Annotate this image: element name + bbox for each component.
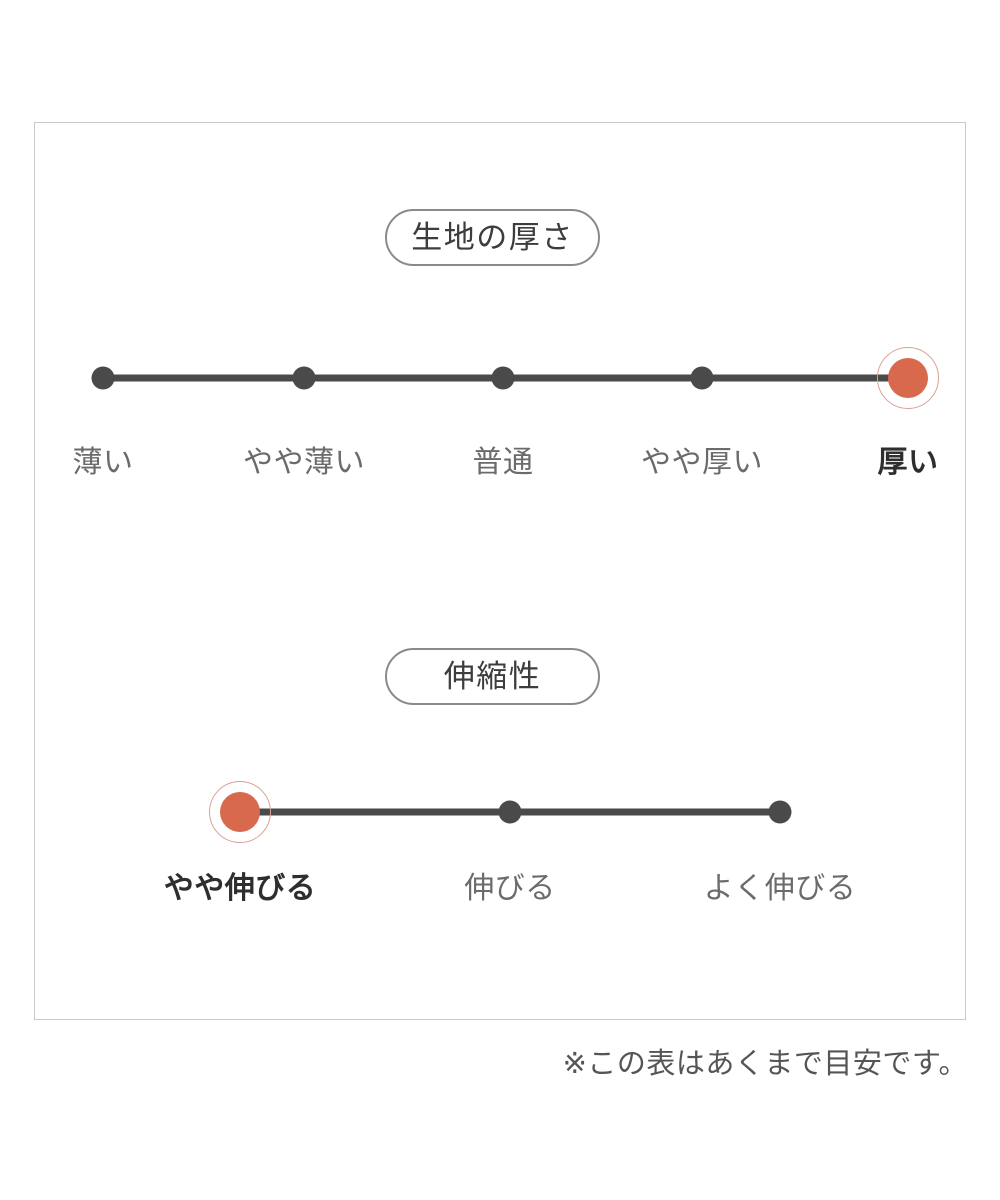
scale-stretch xyxy=(0,777,1000,847)
chart-frame xyxy=(34,122,966,1020)
section-title-stretch: 伸縮性 xyxy=(385,648,600,705)
scale-dot-icon xyxy=(498,800,522,824)
scale-label-stretch-2: よく伸びる xyxy=(703,872,857,905)
scale-thickness xyxy=(0,343,1000,413)
section-title-thickness-label: 生地の厚さ xyxy=(411,220,574,255)
scale-label-thickness-4: 厚い xyxy=(877,446,939,479)
scale-dot-icon xyxy=(768,800,792,824)
scale-thickness-labels: 薄い やや薄い 普通 やや厚い 厚い xyxy=(0,448,1000,488)
scale-dot-icon xyxy=(690,366,714,390)
section-title-stretch-label: 伸縮性 xyxy=(443,659,542,694)
scale-label-thickness-2: 普通 xyxy=(472,446,534,479)
scale-label-stretch-0: やや伸びる xyxy=(163,872,317,905)
scale-stretch-labels: やや伸びる 伸びる よく伸びる xyxy=(0,874,1000,914)
scale-dot-icon xyxy=(491,366,515,390)
scale-label-thickness-3: やや厚い xyxy=(641,446,763,479)
selected-dot-icon xyxy=(220,792,260,832)
section-title-thickness: 生地の厚さ xyxy=(385,209,600,266)
footnote: ※この表はあくまで目安です。 xyxy=(562,1048,968,1080)
scale-label-thickness-0: 薄い xyxy=(72,446,134,479)
scale-dot-icon xyxy=(91,366,115,390)
selected-ring-icon xyxy=(209,781,271,843)
scale-dot-icon xyxy=(292,366,316,390)
selected-dot-icon xyxy=(888,358,928,398)
scale-label-stretch-1: 伸びる xyxy=(464,872,556,905)
selected-ring-icon xyxy=(877,347,939,409)
scale-label-thickness-1: やや薄い xyxy=(243,446,365,479)
